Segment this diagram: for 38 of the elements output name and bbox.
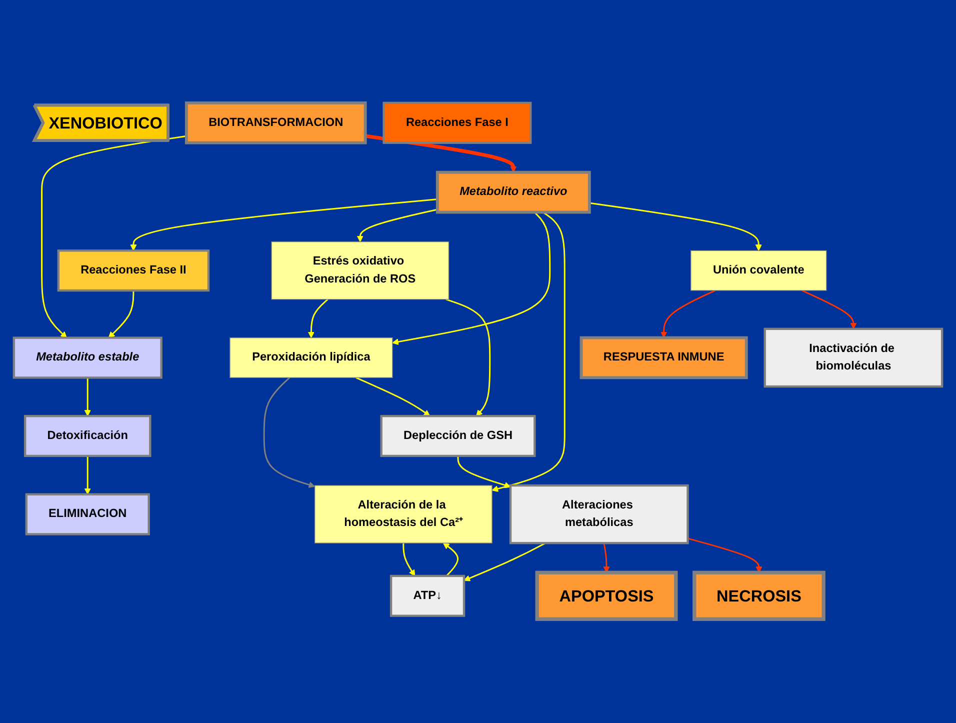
arrow <box>802 290 857 330</box>
node-box: Reacciones Fase I <box>382 102 532 144</box>
arrow <box>446 299 491 417</box>
arrow <box>356 377 430 417</box>
node-box: RESPUESTA INMUNE <box>580 336 748 380</box>
arrow <box>130 198 438 252</box>
node-box: APOPTOSIS <box>535 571 678 622</box>
arrow <box>442 543 459 577</box>
arrow <box>402 544 416 577</box>
arrow <box>589 202 762 252</box>
node-box: Inactivación de biomoléculas <box>764 328 944 388</box>
node-box: Alteración de la homeostasis del Ca²⁺ <box>314 486 492 544</box>
arrow <box>263 378 316 488</box>
arrow <box>108 290 134 339</box>
arrow <box>308 299 328 339</box>
node-box: Detoxificación <box>24 415 152 458</box>
node-box: BIOTRANSFORMACION <box>184 102 367 145</box>
node-box: Unión covalente <box>690 250 827 292</box>
arrow <box>457 456 511 489</box>
node-box: ATP↓ <box>390 575 466 618</box>
arrow <box>41 136 187 339</box>
arrow <box>660 290 716 339</box>
node-box: Alteraciones metabólicas <box>509 484 689 545</box>
arrow <box>688 538 762 574</box>
arrow <box>492 212 566 492</box>
arrow <box>603 543 610 574</box>
arrow <box>356 209 438 243</box>
arrow <box>84 456 91 496</box>
arrow <box>84 378 91 417</box>
node-box: Reacciones Fase II <box>57 250 210 292</box>
node-box: ELIMINACION <box>25 494 150 536</box>
node-box: Peroxidación lipídica <box>230 338 393 378</box>
node-box: Estrés oxidativo Generación de ROS <box>271 242 450 300</box>
node-box: Metabolito reactivo <box>436 171 591 214</box>
arrow <box>392 212 551 346</box>
node-box: Deplección de GSH <box>380 415 536 458</box>
node-box: NECROSIS <box>692 571 826 622</box>
node-box: Metabolito estable <box>12 337 162 380</box>
